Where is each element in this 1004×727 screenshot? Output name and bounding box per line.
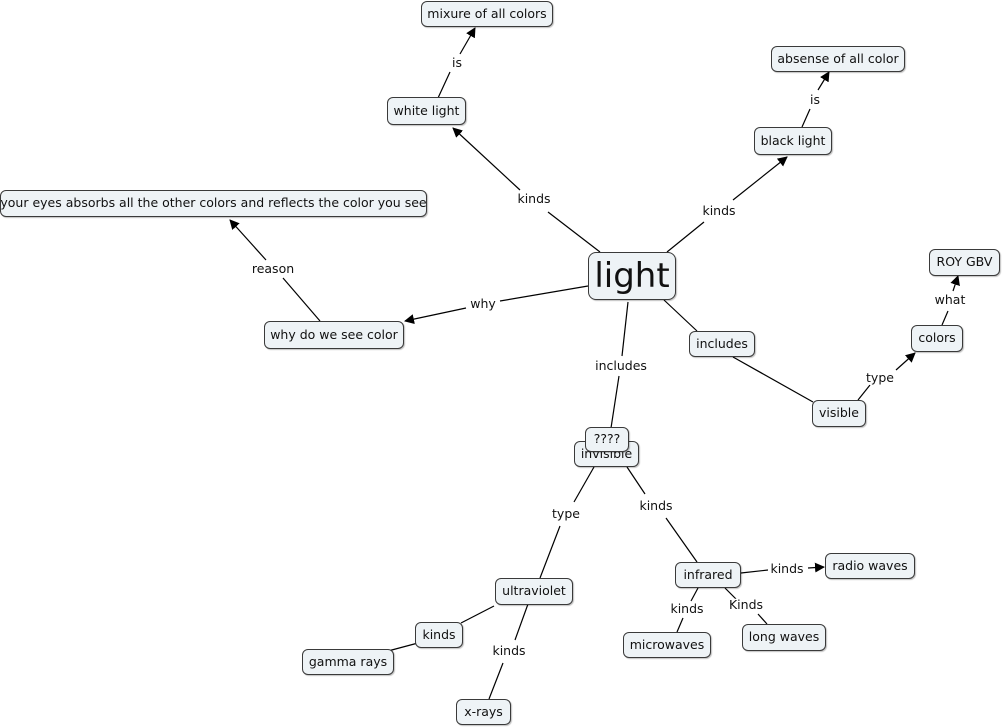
link-light-includes bbox=[663, 299, 698, 332]
label-kinds: kinds bbox=[515, 190, 553, 206]
concept-why-do-we-see-color[interactable]: why do we see color bbox=[264, 321, 404, 349]
concept-kinds[interactable]: kinds bbox=[415, 622, 463, 648]
label-what: what bbox=[932, 291, 968, 307]
concept-microwaves[interactable]: microwaves bbox=[623, 632, 711, 658]
concept-light[interactable]: light bbox=[588, 252, 676, 300]
link-includes-invisible bbox=[610, 375, 620, 429]
link-infrared-kinds bbox=[740, 569, 769, 574]
concept-absence-of-all-color[interactable]: absense of all color bbox=[771, 46, 905, 72]
label-is: is bbox=[450, 54, 464, 70]
link-kinds-long-waves bbox=[757, 613, 768, 625]
link-visible-type bbox=[857, 384, 871, 401]
link-light-kinds-black bbox=[666, 221, 705, 253]
concept-eyes-absorb[interactable]: your eyes absorbs all the other colors a… bbox=[0, 190, 427, 217]
concept-black-light[interactable]: black light bbox=[754, 127, 832, 155]
link-kinds-microwaves bbox=[676, 617, 684, 633]
link-light-includes-mid bbox=[621, 301, 629, 357]
concept-long-waves[interactable]: long waves bbox=[742, 624, 826, 651]
link-what-roygbv bbox=[950, 275, 960, 292]
link-kinds-radio bbox=[807, 562, 825, 573]
link-is-absence bbox=[817, 71, 830, 91]
link-infrared-kinds-micro bbox=[690, 587, 699, 602]
link-kinds-white-light bbox=[452, 127, 521, 191]
link-includes-visible bbox=[732, 356, 814, 403]
link-why-reason bbox=[282, 277, 321, 322]
link-ultraviolet-kinds-x bbox=[514, 603, 529, 641]
link-invisible-type bbox=[573, 466, 595, 503]
label-is: is bbox=[808, 91, 822, 107]
concept-roy-gbv[interactable]: ROY GBV bbox=[929, 249, 1000, 276]
link-white-is bbox=[437, 71, 451, 99]
link-black-is bbox=[801, 108, 811, 128]
concept-radio-waves[interactable]: radio waves bbox=[825, 553, 915, 579]
link-why-color bbox=[404, 307, 467, 325]
label-kinds: kinds bbox=[490, 642, 528, 658]
link-ultraviolet-kinds-node bbox=[460, 605, 495, 624]
concept-question-marks[interactable]: ???? bbox=[585, 427, 629, 452]
concept-infrared[interactable]: infrared bbox=[675, 562, 741, 588]
label-type: type bbox=[864, 369, 896, 385]
label-includes: includes bbox=[593, 357, 649, 373]
link-invisible-kinds bbox=[626, 466, 646, 495]
link-infrared-kinds-long bbox=[724, 587, 737, 600]
concept-gamma-rays[interactable]: gamma rays bbox=[302, 649, 394, 675]
link-kinds-xrays bbox=[488, 662, 504, 700]
link-reason-eyes bbox=[229, 219, 267, 261]
link-kinds-node-gamma bbox=[387, 642, 419, 652]
link-kinds-infrared bbox=[665, 517, 698, 563]
label-kinds: Kinds bbox=[726, 596, 766, 612]
link-light-why bbox=[499, 285, 589, 302]
label-kinds: kinds bbox=[637, 497, 675, 513]
concept-x-rays[interactable]: x-rays bbox=[456, 699, 511, 725]
label-kinds: kinds bbox=[700, 202, 738, 218]
label-kinds: kinds bbox=[668, 600, 706, 616]
link-is-mixture bbox=[459, 27, 476, 55]
concept-visible[interactable]: visible bbox=[812, 400, 866, 427]
link-kinds-black-light bbox=[732, 156, 788, 201]
concept-ultraviolet[interactable]: ultraviolet bbox=[495, 578, 573, 605]
link-colors-what bbox=[941, 310, 949, 326]
label-kinds: kinds bbox=[768, 560, 806, 576]
link-type-ultraviolet bbox=[539, 525, 561, 579]
link-light-kinds bbox=[547, 211, 601, 253]
concept-white-light[interactable]: white light bbox=[387, 97, 466, 125]
label-reason: reason bbox=[249, 260, 297, 276]
link-type-colors bbox=[895, 352, 916, 371]
label-type: type bbox=[550, 505, 582, 521]
concept-mixture-of-all-colors[interactable]: mixure of all colors bbox=[421, 1, 553, 27]
concept-colors[interactable]: colors bbox=[911, 325, 963, 352]
label-why: why bbox=[468, 295, 498, 311]
concept-includes[interactable]: includes bbox=[689, 331, 755, 357]
